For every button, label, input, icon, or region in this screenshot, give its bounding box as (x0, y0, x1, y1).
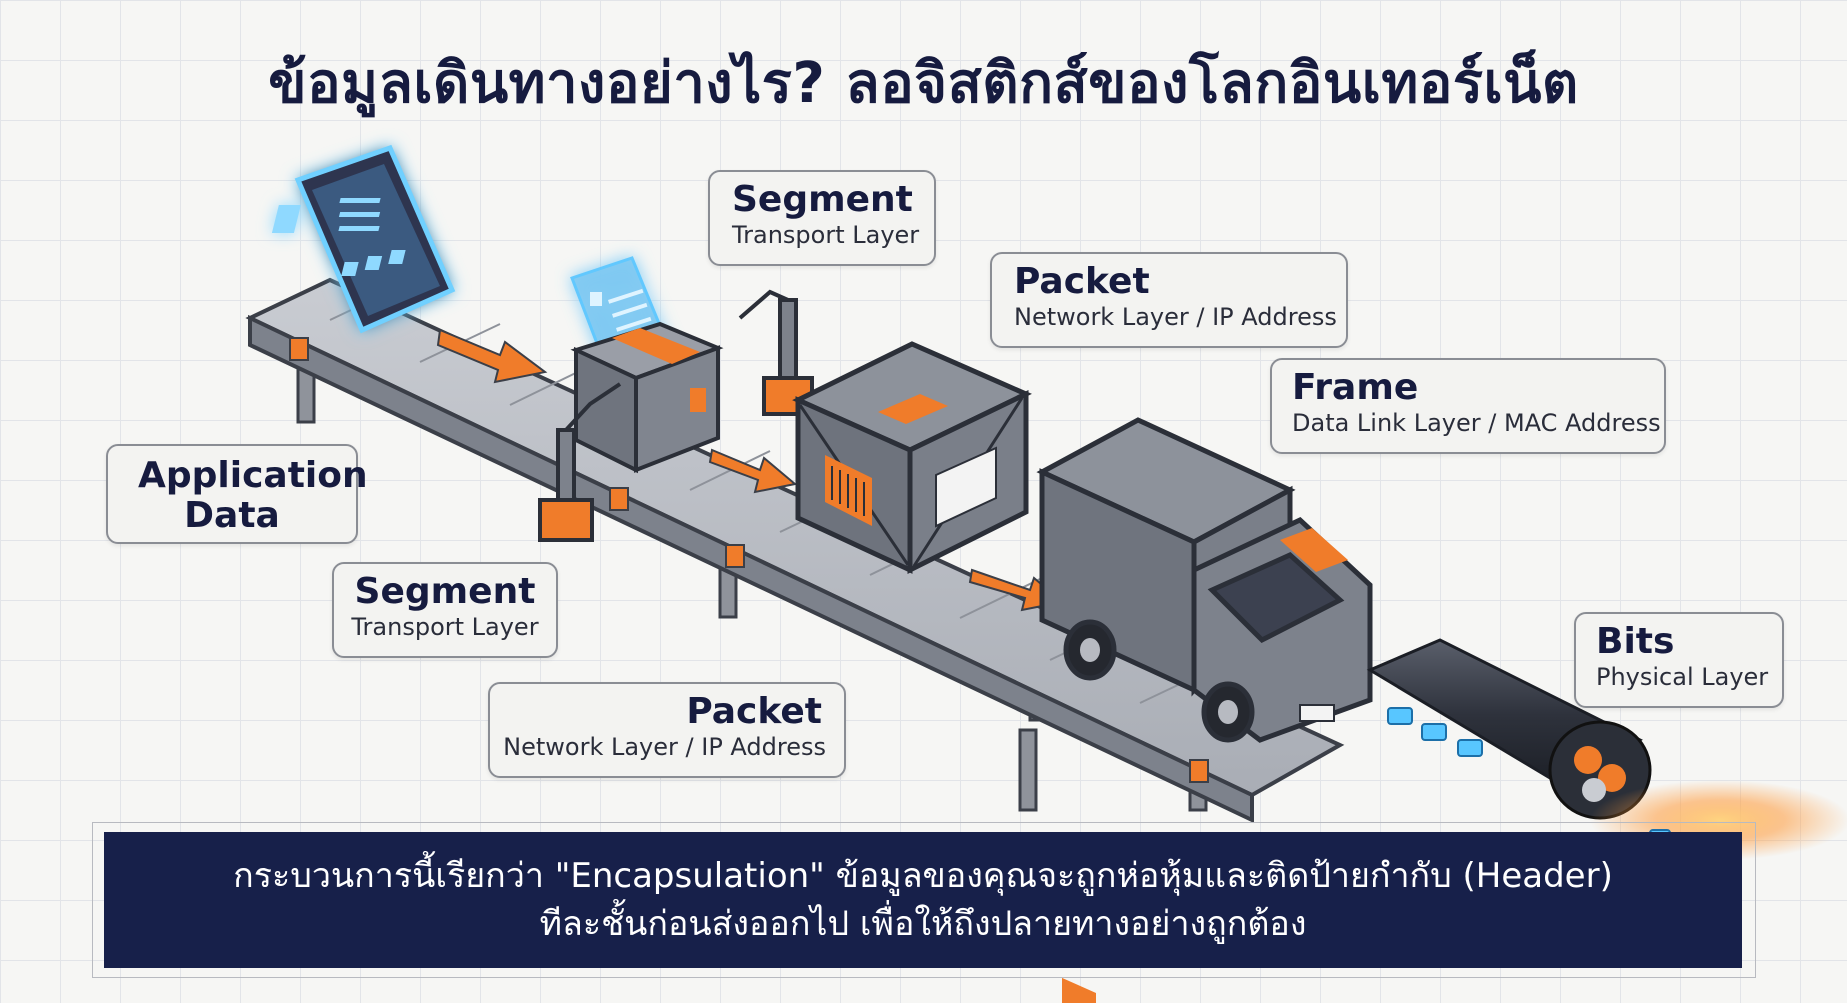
conveyor-belt (245, 277, 1345, 824)
callout-subheading: Data Link Layer / MAC Address (1292, 409, 1661, 437)
callout-subheading: Physical Layer (1596, 663, 1769, 691)
callout-subheading: Network Layer / IP Address (503, 733, 826, 761)
callout-packet-top: Packet Network Layer / IP Address (990, 252, 1348, 348)
callout-heading: Packet (686, 691, 822, 732)
truck-icon (1036, 417, 1373, 1003)
banner-line-1: กระบวนการนี้เรียกว่า "Encapsulation" ข้อ… (233, 856, 1613, 896)
callout-heading: Frame (1292, 367, 1419, 408)
arrow-icon (436, 328, 1065, 612)
callout-heading: Bits (1596, 621, 1675, 662)
box-icon (570, 321, 724, 474)
callout-heading: Application Data (138, 455, 368, 536)
callout-heading: Segment (354, 571, 536, 612)
callout-segment-top: Segment Transport Layer (708, 170, 936, 266)
tablet-icon (271, 144, 456, 334)
callout-heading: Packet (1014, 261, 1150, 302)
cable-icon (1366, 638, 1847, 875)
crate-icon (792, 341, 1032, 575)
page-title: ข้อมูลเดินทางอย่างไร? ลอจิสติกส์ของโลกอิ… (268, 51, 1579, 116)
callout-frame: Frame Data Link Layer / MAC Address (1270, 358, 1666, 454)
caption-banner: กระบวนการนี้เรียกว่า "Encapsulation" ข้อ… (104, 832, 1742, 968)
callout-segment-bottom: Segment Transport Layer (332, 562, 558, 658)
callout-packet-bottom: Packet Network Layer / IP Address (488, 682, 846, 778)
callout-heading: Segment (732, 179, 913, 220)
callout-subheading: Network Layer / IP Address (1014, 303, 1337, 331)
banner-line-2: ทีละชั้นก่อนส่งออกไป เพื่อให้ถึงปลายทางอ… (539, 904, 1307, 944)
callout-application-data: Application Data (106, 444, 368, 544)
callout-subheading: Transport Layer (732, 221, 920, 249)
callout-bits: Bits Physical Layer (1574, 612, 1784, 708)
callout-subheading: Transport Layer (351, 613, 539, 641)
banner-frame (92, 822, 1756, 978)
